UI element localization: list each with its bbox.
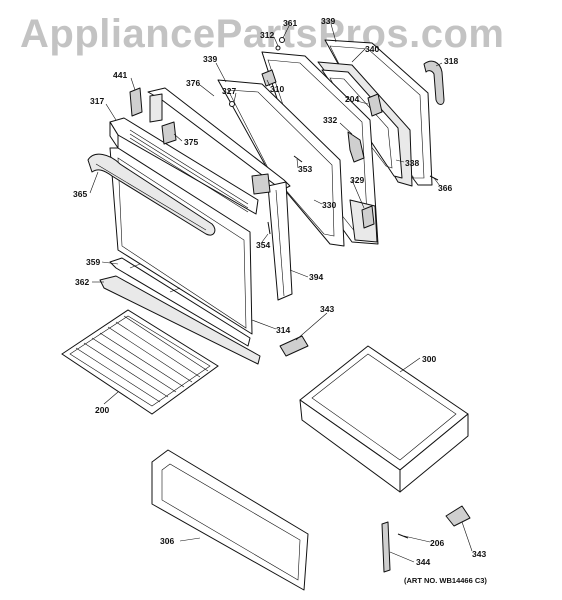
callout-317: 317	[90, 96, 104, 106]
callout-330: 330	[322, 200, 336, 210]
callout-339-top: 339	[321, 16, 335, 26]
callout-344: 344	[416, 557, 430, 567]
callout-362: 362	[75, 277, 89, 287]
callout-359: 359	[86, 257, 100, 267]
callout-332: 332	[323, 115, 337, 125]
callout-312: 312	[260, 30, 274, 40]
callout-353: 353	[298, 164, 312, 174]
callout-labels: 361 312 339 340 318 441 339 376 327 310 …	[73, 16, 486, 567]
callout-306: 306	[160, 536, 174, 546]
callout-310: 310	[270, 84, 284, 94]
callout-394: 394	[309, 272, 323, 282]
leader-lines	[89, 23, 473, 563]
callout-366: 366	[438, 183, 452, 193]
art-number: (ART NO. WB14466 C3)	[404, 576, 487, 585]
callout-354: 354	[256, 240, 270, 250]
callout-339: 339	[203, 54, 217, 64]
callout-300: 300	[422, 354, 436, 364]
drawer-front-panel-part	[151, 449, 309, 591]
callout-206: 206	[430, 538, 444, 548]
door-side-frame-part	[147, 87, 293, 301]
vent-slots	[129, 129, 249, 213]
callout-327: 327	[222, 86, 236, 96]
callout-343-bottom: 343	[472, 549, 486, 559]
watermark: AppliancePartsPros.com	[20, 12, 505, 56]
storage-drawer-part	[299, 345, 469, 493]
callout-375: 375	[184, 137, 198, 147]
door-handle-part	[87, 153, 216, 236]
callout-365: 365	[73, 189, 87, 199]
oven-rack-part	[61, 309, 219, 415]
callout-200: 200	[95, 405, 109, 415]
callout-204: 204	[345, 94, 359, 104]
callout-338: 338	[405, 158, 419, 168]
callout-376: 376	[186, 78, 200, 88]
gasket-318-part	[423, 60, 445, 105]
callout-318: 318	[444, 56, 458, 66]
callout-361: 361	[283, 18, 297, 28]
callout-441: 441	[113, 70, 127, 80]
callout-343: 343	[320, 304, 334, 314]
small-hardware-parts	[129, 37, 471, 573]
callout-329: 329	[350, 175, 364, 185]
callout-314: 314	[276, 325, 290, 335]
door-bottom-trim-part	[99, 257, 261, 365]
callout-340: 340	[365, 44, 379, 54]
